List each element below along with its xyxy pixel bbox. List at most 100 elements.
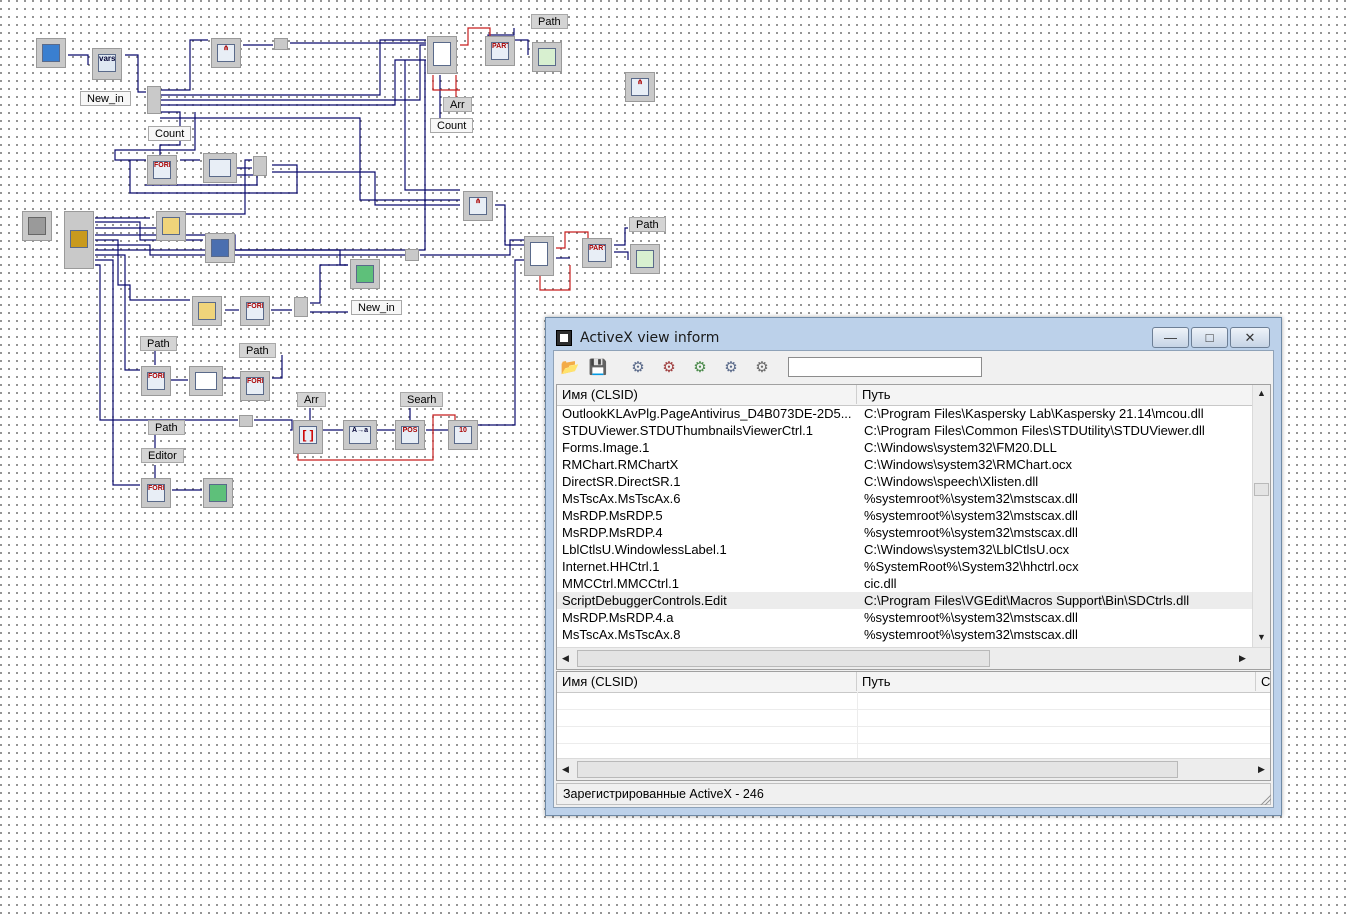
- scroll-thumb[interactable]: [1254, 483, 1269, 496]
- part-block-2[interactable]: PART: [582, 238, 612, 268]
- list-item[interactable]: MsRDP.MsRDP.4%systemroot%\system32\mstsc…: [557, 524, 1254, 541]
- part-block-1[interactable]: PART: [485, 36, 515, 66]
- index-block-1[interactable]: [274, 38, 288, 50]
- details-horizontal-scrollbar[interactable]: ◀ ▶: [557, 758, 1270, 780]
- minimize-button[interactable]: —: [1152, 327, 1189, 348]
- list-item[interactable]: MsRDP.MsRDP.4.a%systemroot%\system32\mst…: [557, 609, 1254, 626]
- activex-window[interactable]: ActiveX view inform — □ ✕ 📂 💾 ⚙ ⚙ ⚙ ⚙ ⚙ …: [545, 317, 1282, 816]
- label-arr-1[interactable]: Arr: [443, 97, 472, 112]
- label-count-2[interactable]: Count: [430, 118, 474, 133]
- main-block[interactable]: [64, 211, 94, 269]
- index-block-4[interactable]: [294, 297, 308, 317]
- scroll-down-icon[interactable]: ▼: [1257, 632, 1266, 642]
- column-header-name[interactable]: Имя (CLSID): [557, 385, 857, 404]
- tree-block-3[interactable]: ⋔: [463, 191, 493, 221]
- scroll-right-icon[interactable]: ▶: [1239, 653, 1246, 663]
- format-block-2[interactable]: FORMAT: [240, 296, 270, 326]
- folder-open-icon[interactable]: 📂: [560, 359, 580, 376]
- open-dialog-block-1[interactable]: [156, 211, 186, 241]
- edit-block[interactable]: [189, 366, 223, 396]
- clipboard-block-1[interactable]: [532, 42, 562, 72]
- save-icon[interactable]: 💾: [588, 359, 608, 376]
- column-header-name-2[interactable]: Имя (CLSID): [557, 672, 857, 691]
- panel-block[interactable]: [22, 211, 52, 241]
- pos-block[interactable]: POS: [395, 420, 425, 450]
- label-path-2[interactable]: Path: [629, 217, 666, 232]
- resize-grip-icon[interactable]: [1259, 793, 1271, 805]
- hub-block[interactable]: [147, 86, 161, 114]
- list-item[interactable]: Internet.HHCtrl.1%SystemRoot%\System32\h…: [557, 558, 1254, 575]
- item-path: C:\Program Files\Common Files\STDUtility…: [864, 423, 1205, 438]
- gear-search-icon[interactable]: ⚙: [724, 359, 738, 376]
- column-header-path-2[interactable]: Путь: [857, 672, 1256, 691]
- save-dialog-block[interactable]: [205, 233, 235, 263]
- scroll-right-icon[interactable]: ▶: [1258, 764, 1265, 774]
- tree-block-2[interactable]: ⋔: [625, 72, 655, 102]
- list-item[interactable]: MsTscAx.MsTscAx.8%systemroot%\system32\m…: [557, 626, 1254, 643]
- label-new-in-1[interactable]: New_in: [80, 91, 131, 106]
- label-path-1[interactable]: Path: [531, 14, 568, 29]
- clipboard-block-2[interactable]: [630, 244, 660, 274]
- table-block-1[interactable]: [427, 36, 457, 74]
- vertical-scrollbar[interactable]: ▲ ▼: [1252, 385, 1270, 647]
- index-block-2[interactable]: [253, 156, 267, 176]
- title-bar[interactable]: ActiveX view inform — □ ✕: [546, 318, 1281, 356]
- picture-block[interactable]: [203, 153, 237, 183]
- scroll-left-icon[interactable]: ◀: [562, 653, 569, 663]
- array-block[interactable]: [ ]: [293, 420, 323, 454]
- column-header-c[interactable]: C: [1256, 672, 1270, 691]
- format-block-4[interactable]: FORMAT: [240, 371, 270, 401]
- gear-add-icon[interactable]: ⚙: [631, 359, 645, 376]
- table-block-2[interactable]: [524, 236, 554, 276]
- gear-delete-icon[interactable]: ⚙: [662, 359, 676, 376]
- convert-block[interactable]: 10: [448, 420, 478, 450]
- close-button[interactable]: ✕: [1230, 327, 1270, 348]
- open-dialog-block-2[interactable]: [192, 296, 222, 326]
- format-block-5[interactable]: FORMAT: [141, 478, 171, 508]
- label-path-3[interactable]: Path: [140, 336, 177, 351]
- search-input[interactable]: [788, 357, 982, 377]
- label-editor[interactable]: Editor: [141, 448, 184, 463]
- scroll-up-icon[interactable]: ▲: [1257, 388, 1266, 398]
- tree-block-1[interactable]: ⋔: [211, 38, 241, 68]
- format-block-3[interactable]: FORMAT: [141, 366, 171, 396]
- activex-list[interactable]: Имя (CLSID) Путь OutlookKLAvPlg.PageAnti…: [556, 384, 1271, 670]
- window-title: ActiveX view inform: [580, 330, 720, 346]
- list-item[interactable]: MsRDP.MsRDP.5%systemroot%\system32\mstsc…: [557, 507, 1254, 524]
- h-scroll-thumb[interactable]: [577, 650, 990, 667]
- label-path-4[interactable]: Path: [239, 343, 276, 358]
- label-arr-2[interactable]: Arr: [297, 392, 326, 407]
- index-block-3[interactable]: [405, 249, 419, 261]
- index-block-5[interactable]: [239, 415, 253, 427]
- maximize-button[interactable]: □: [1191, 327, 1228, 348]
- run-block-2[interactable]: [203, 478, 233, 508]
- label-path-5[interactable]: Path: [148, 420, 185, 435]
- label-count-1[interactable]: Count: [148, 126, 192, 141]
- h-scroll-thumb-2[interactable]: [577, 761, 1178, 778]
- details-list[interactable]: Имя (CLSID) Путь C ◀ ▶: [556, 671, 1271, 781]
- column-divider: [857, 692, 858, 758]
- case-block[interactable]: A→a: [343, 420, 377, 450]
- gear-refresh-icon[interactable]: ⚙: [693, 359, 707, 376]
- label-new-in-2[interactable]: New_in: [351, 300, 402, 315]
- label-searh[interactable]: Searh: [400, 392, 444, 407]
- list-item[interactable]: MsTscAx.MsTscAx.6%systemroot%\system32\m…: [557, 490, 1254, 507]
- run-block-1[interactable]: [350, 259, 380, 289]
- list-item[interactable]: OutlookKLAvPlg.PageAntivirus_D4B073DE-2D…: [557, 405, 1254, 422]
- format-block-1[interactable]: FORMAT: [147, 155, 177, 185]
- column-header-path[interactable]: Путь: [857, 385, 1253, 404]
- gear-settings-icon[interactable]: ⚙: [755, 359, 769, 376]
- vars-block[interactable]: vars: [92, 48, 122, 80]
- horizontal-scrollbar[interactable]: ◀ ▶: [557, 647, 1270, 669]
- window-block[interactable]: [36, 38, 66, 68]
- scroll-left-icon[interactable]: ◀: [562, 764, 569, 774]
- item-path: %systemroot%\system32\mstscax.dll: [864, 525, 1078, 540]
